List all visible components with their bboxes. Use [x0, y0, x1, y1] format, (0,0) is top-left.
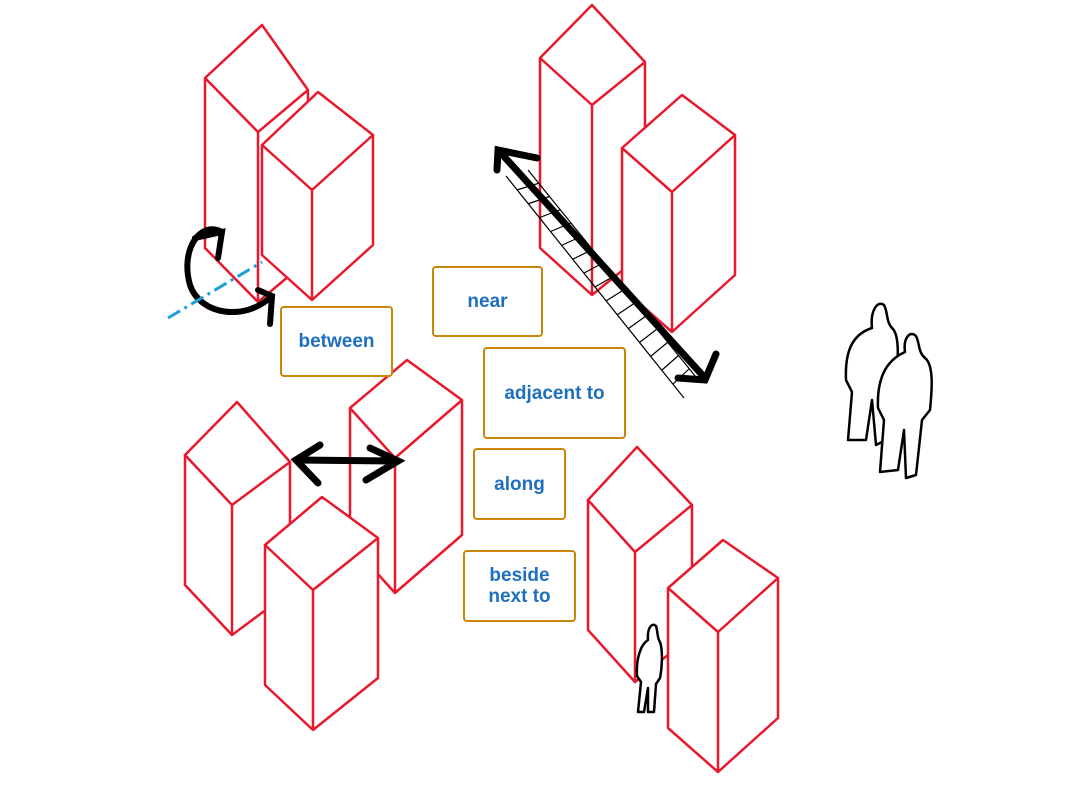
label-between: between — [280, 306, 393, 377]
people-silhouettes-icon — [635, 302, 933, 714]
building-block — [620, 93, 737, 334]
building-block — [348, 358, 464, 595]
building-block — [263, 495, 380, 732]
ladder-rung — [628, 315, 647, 330]
label-adjacent-to: adjacent to — [483, 347, 626, 439]
label-adjacent-to-text: adjacent to — [504, 382, 605, 404]
horizontal-double-arrow-icon — [290, 441, 406, 487]
label-along-text: along — [494, 473, 545, 495]
label-near: near — [432, 266, 543, 337]
label-beside-next-to: beside next to — [463, 550, 576, 622]
ladder-rung — [639, 328, 658, 343]
rotation-arrow-icon — [184, 226, 276, 327]
ladder-rung — [650, 341, 669, 357]
label-next-to-text: next to — [488, 586, 551, 607]
diagonal-double-arrow-icon — [493, 145, 720, 384]
building-block — [586, 445, 694, 684]
label-along: along — [473, 448, 566, 520]
label-near-text: near — [467, 291, 508, 312]
ladder-rung — [616, 302, 636, 316]
buildings — [183, 3, 780, 774]
label-beside-text: beside — [489, 565, 550, 586]
rotation-axis-line — [167, 260, 263, 320]
building-block — [666, 538, 780, 774]
building-block — [260, 90, 375, 302]
ladder-rung — [661, 355, 679, 371]
label-between-text: between — [298, 331, 375, 352]
